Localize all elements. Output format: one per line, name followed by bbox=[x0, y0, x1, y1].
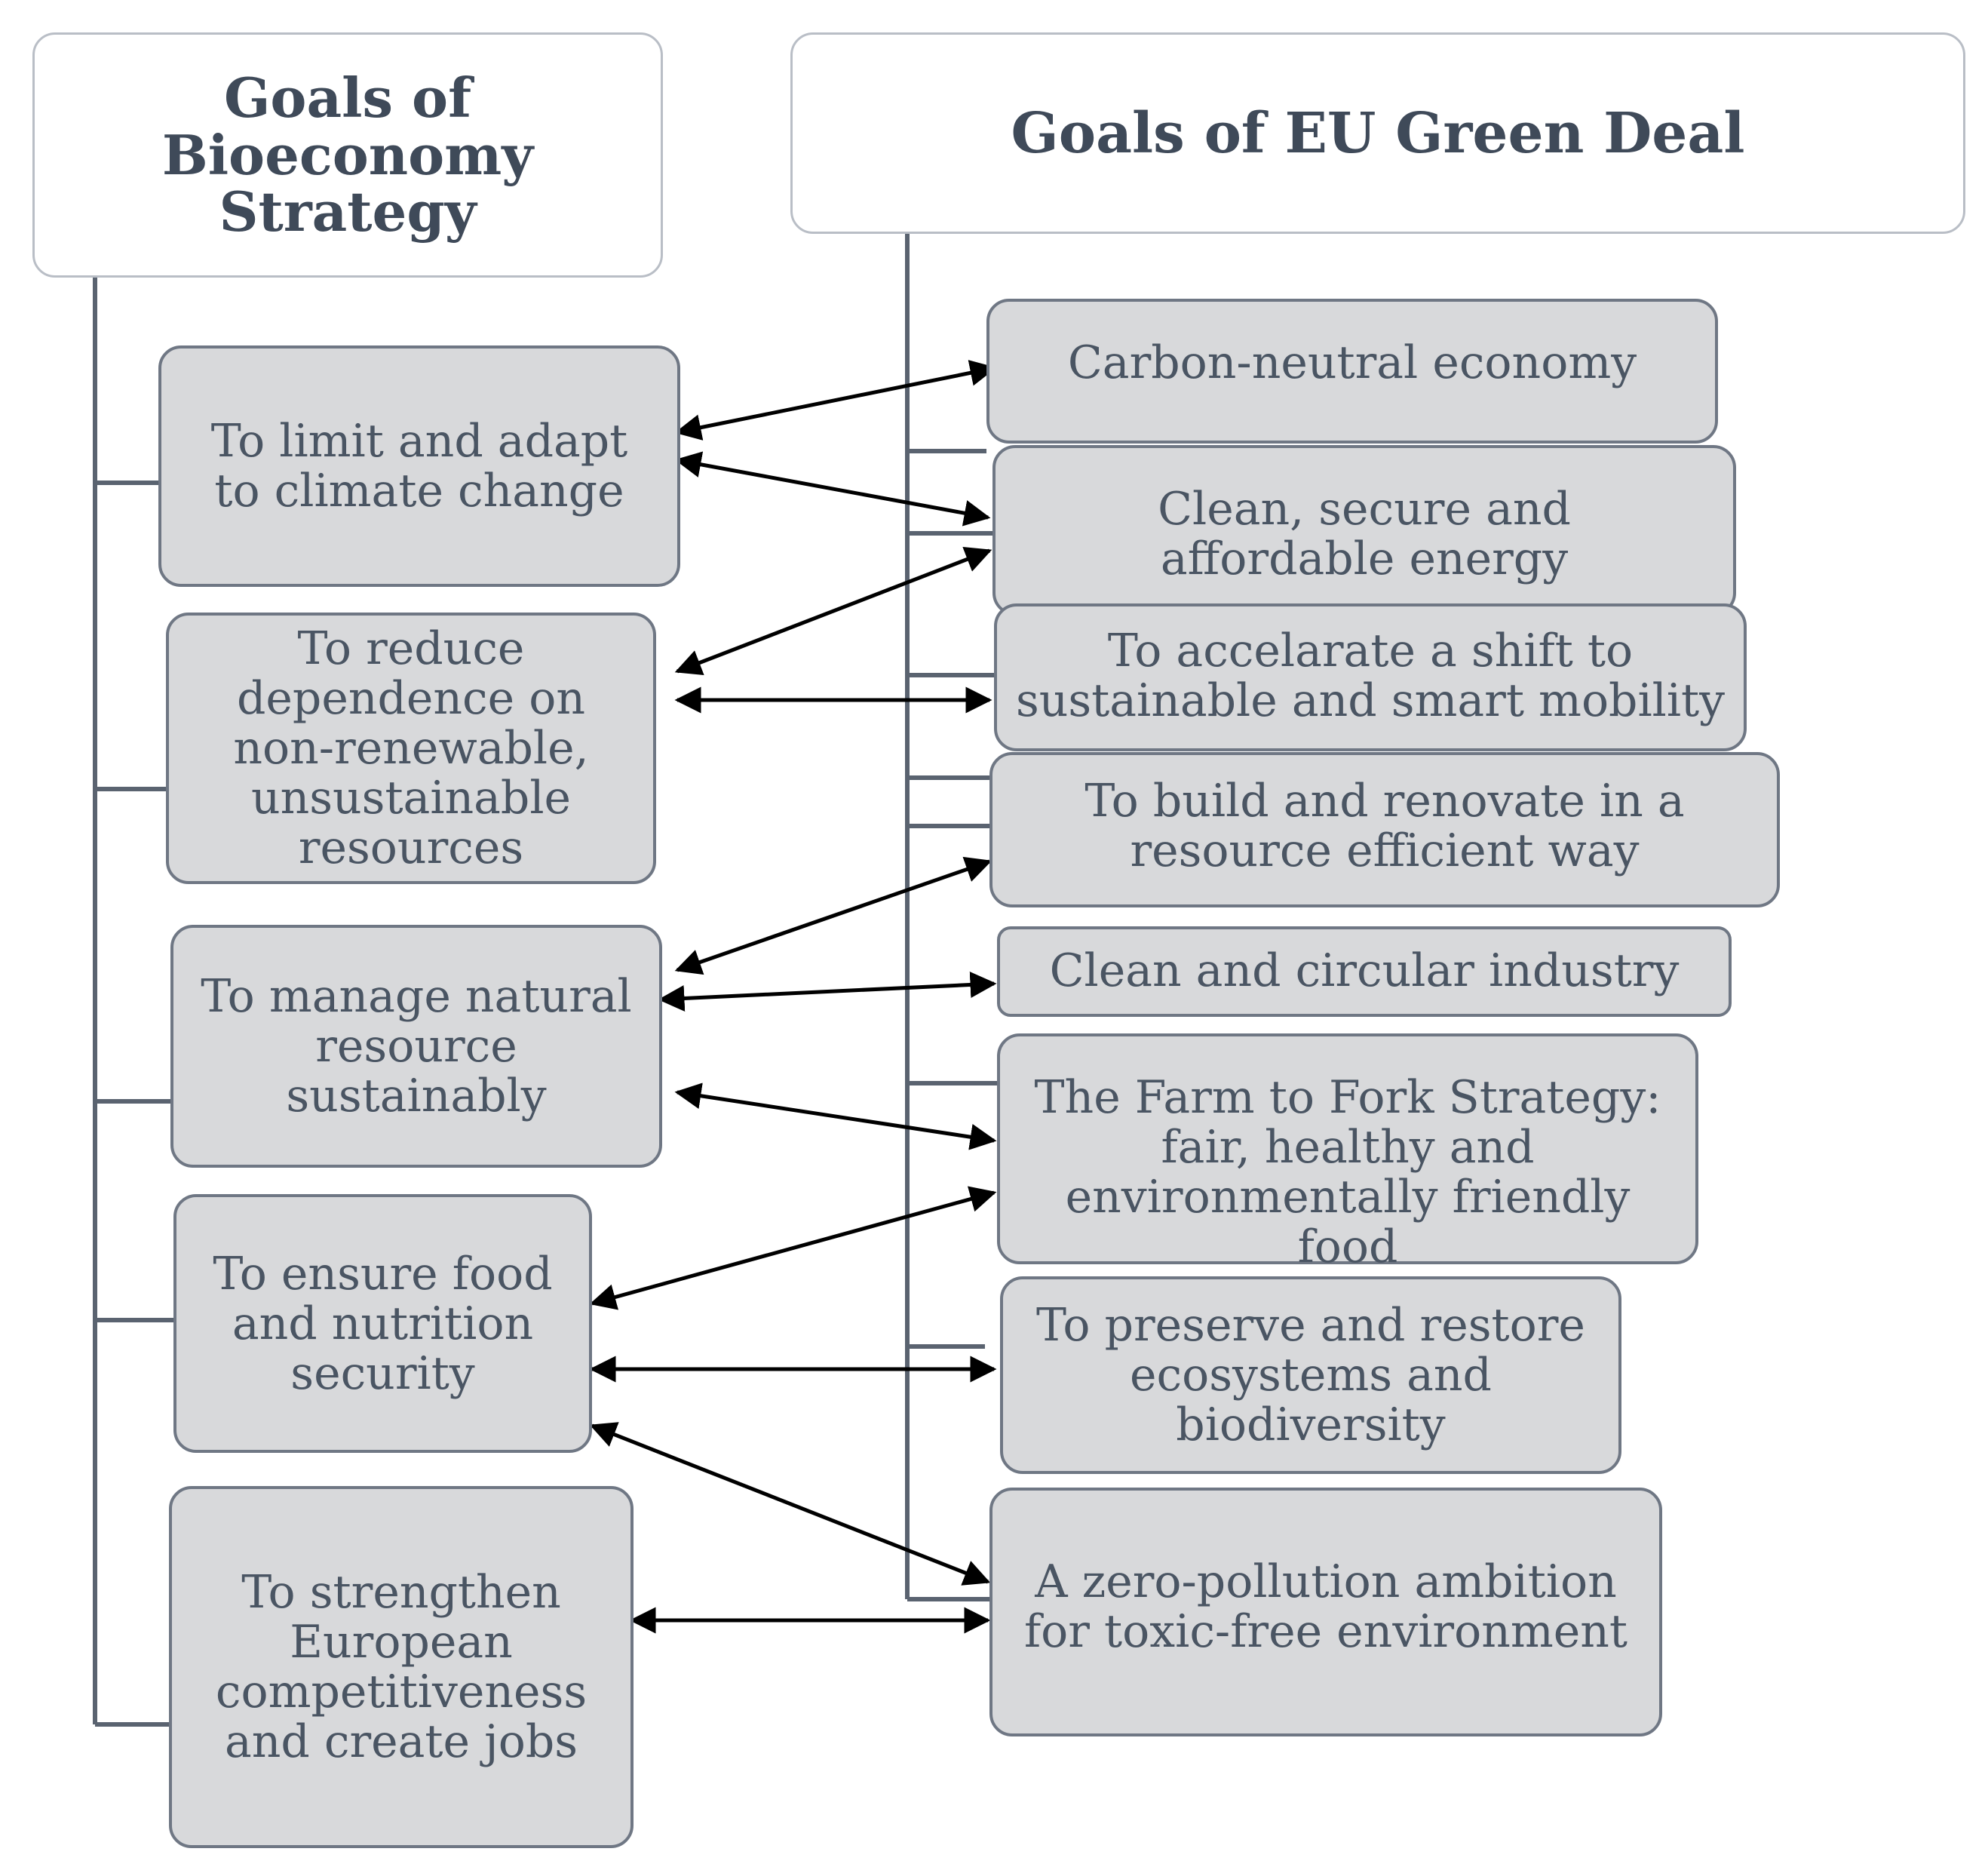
link-arrow-1 bbox=[674, 360, 997, 441]
green-deal-goal-zero-pollution: A zero-pollution ambition for toxic-free… bbox=[989, 1488, 1662, 1736]
green-deal-header: Goals of EU Green Deal bbox=[790, 32, 1965, 234]
link-arrow-3 bbox=[674, 547, 992, 675]
link-arrow-6 bbox=[658, 972, 997, 1012]
green-deal-goal-biodiversity: To preserve and restore ecosystems and b… bbox=[1000, 1276, 1621, 1474]
green-deal-tree bbox=[905, 232, 997, 1601]
green-deal-header-title: Goals of EU Green Deal bbox=[1011, 100, 1745, 166]
green-deal-goal-build-renovate: To build and renovate in a resource effi… bbox=[989, 752, 1780, 907]
green-deal-goal-farm-to-fork: The Farm to Fork Strategy: fair, healthy… bbox=[997, 1033, 1698, 1272]
link-arrow-10 bbox=[589, 1422, 991, 1586]
bioeconomy-tree bbox=[93, 275, 175, 1727]
green-deal-goal-carbon-neutral: Carbon-neutral economy bbox=[986, 299, 1718, 444]
bioeconomy-goal-natural-resource: To manage natural resource sustainably bbox=[170, 925, 662, 1168]
bioeconomy-goal-competitiveness: To strengthen European competitiveness a… bbox=[169, 1486, 634, 1848]
link-arrow-7 bbox=[674, 1082, 997, 1150]
link-arrows bbox=[589, 360, 997, 1634]
green-deal-goal-energy: Clean, secure and affordable energy bbox=[992, 445, 1736, 616]
green-deal-goal-circular-industry: Clean and circular industry bbox=[997, 926, 1732, 1017]
bioeconomy-goal-climate: To limit and adapt to climate change bbox=[158, 345, 680, 587]
bioeconomy-goal-food-security: To ensure food and nutrition security bbox=[173, 1194, 592, 1453]
link-arrow-2 bbox=[674, 451, 991, 527]
link-arrow-5 bbox=[674, 856, 992, 975]
bioeconomy-header-title: Goals of Bioeconomy Strategy bbox=[161, 66, 534, 244]
bioeconomy-header: Goals of Bioeconomy Strategy bbox=[32, 32, 663, 278]
link-arrow-8 bbox=[589, 1186, 997, 1310]
bioeconomy-goal-resources: To reduce dependence on non-renewable, u… bbox=[166, 613, 656, 884]
green-deal-goal-mobility: To accelarate a shift to sustainable and… bbox=[994, 603, 1747, 751]
